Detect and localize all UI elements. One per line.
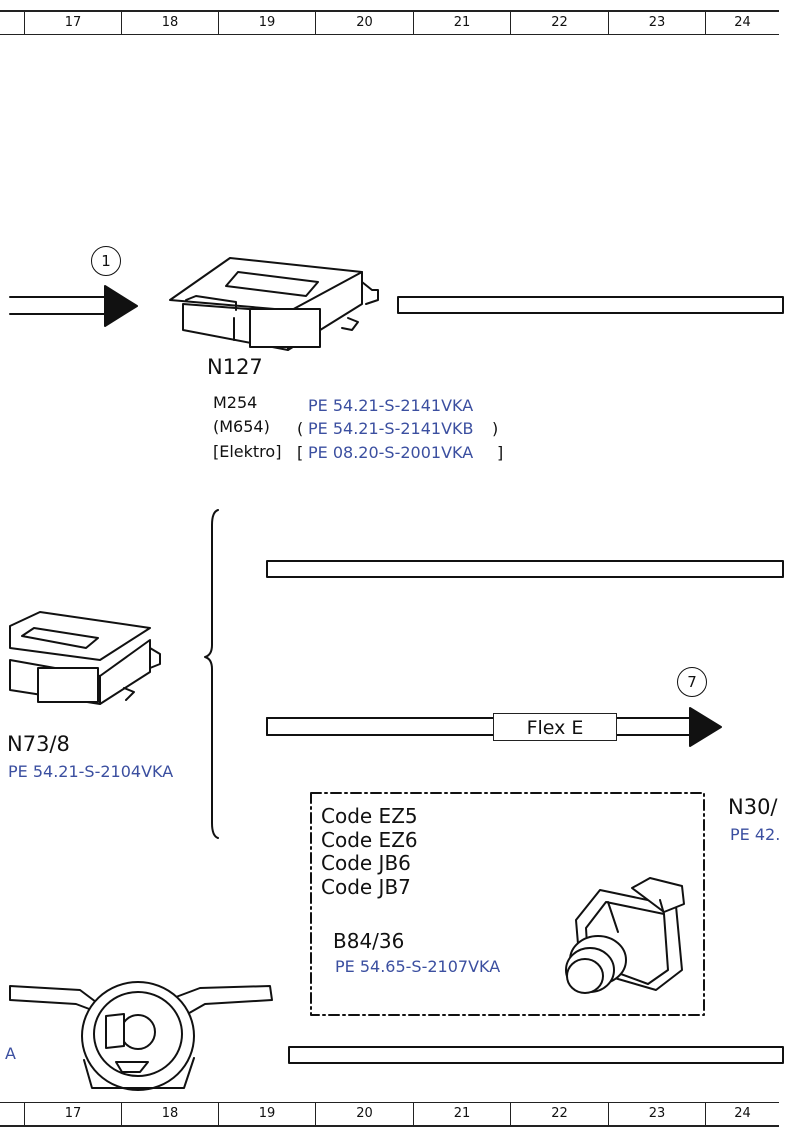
n127-ref-elektro-link[interactable]: PE 08.20-S-2001VKA — [308, 443, 474, 462]
callout-7: 7 — [677, 667, 707, 697]
callout-1: 1 — [91, 246, 121, 276]
n127-ref-m654-open: ( — [297, 419, 304, 438]
b84-36-ref-link[interactable]: PE 54.65-S-2107VKA — [335, 957, 501, 976]
n127-ref-m654-close: ) — [492, 419, 499, 438]
flex-e-label: Flex E — [493, 713, 617, 741]
group-line-upper — [266, 560, 784, 578]
code-line: Code EZ6 — [321, 828, 418, 852]
code-line: Code JB6 — [321, 851, 411, 875]
code-line: Code JB7 — [321, 875, 411, 899]
n73-8-component-label: N73/8 — [7, 732, 70, 756]
bottom-bus-line — [288, 1046, 784, 1064]
flex-e-connector-arrow — [266, 707, 722, 747]
n127-component-label: N127 — [207, 355, 263, 379]
b84-36-camera-icon — [565, 877, 685, 994]
n73-8-control-module-icon — [9, 611, 161, 705]
column-ruler-bottom: 17 18 19 20 21 22 23 24 — [0, 1102, 779, 1127]
ruler-col-20: 20 — [315, 12, 413, 34]
n127-ref-m654-link[interactable]: PE 54.21-S-2141VKB — [308, 419, 474, 438]
n127-control-module-icon — [169, 257, 379, 351]
n30-component-label: N30/ — [728, 795, 778, 819]
ruler-col-24: 24 — [705, 1103, 779, 1125]
n127-variant-elektro: [Elektro] — [213, 442, 282, 461]
ruler-col-21: 21 — [413, 1103, 510, 1125]
code-line: Code EZ5 — [321, 804, 418, 828]
ruler-col-21: 21 — [413, 12, 510, 34]
ruler-col-22: 22 — [510, 12, 608, 34]
ruler-col-20: 20 — [315, 1103, 413, 1125]
ruler-col-23: 23 — [608, 12, 705, 34]
ruler-col-17: 17 — [24, 12, 121, 34]
ruler-col-17: 17 — [24, 1103, 121, 1125]
n127-ref-elektro-close: ] — [497, 443, 504, 462]
n127-variant-m654: (M654) — [213, 417, 270, 436]
n30-ref-link[interactable]: PE 42. — [730, 825, 781, 844]
n127-bus-line — [397, 296, 784, 314]
n127-variant-m254: M254 — [213, 393, 258, 412]
ruler-col-24: 24 — [705, 12, 779, 34]
group-brace — [204, 509, 219, 839]
ruler-col-18: 18 — [121, 12, 218, 34]
ruler-col-22: 22 — [510, 1103, 608, 1125]
n127-ref-elektro-open: [ — [297, 443, 304, 462]
ruler-col-19: 19 — [218, 12, 315, 34]
ruler-col-18: 18 — [121, 1103, 218, 1125]
ruler-col-19: 19 — [218, 1103, 315, 1125]
left-edge-ref-fragment[interactable]: A — [5, 1044, 16, 1063]
steering-column-switch-icon — [9, 981, 273, 1091]
incoming-connector-arrow — [9, 285, 138, 327]
ruler-col-23: 23 — [608, 1103, 705, 1125]
n127-ref-m254-link[interactable]: PE 54.21-S-2141VKA — [308, 396, 474, 415]
optional-code-box — [310, 792, 705, 1016]
b84-36-component-label: B84/36 — [333, 929, 405, 953]
n73-8-ref-link[interactable]: PE 54.21-S-2104VKA — [8, 762, 174, 781]
column-ruler-top: 17 18 19 20 21 22 23 24 — [0, 10, 779, 35]
